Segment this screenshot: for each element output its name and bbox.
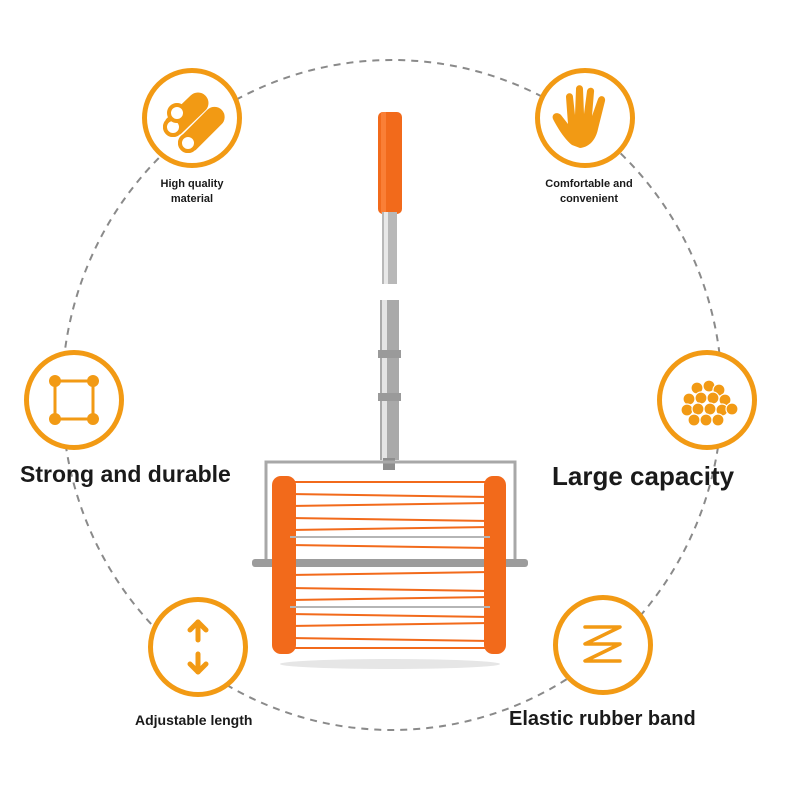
feature-label-elastic: Elastic rubber band	[509, 708, 696, 730]
up-down-arrows-icon	[148, 597, 248, 697]
feature-label-material: High quality material	[160, 178, 224, 205]
feature-label-durable: Strong and durable	[20, 461, 231, 487]
feature-label-capacity: Large capacity	[552, 461, 735, 491]
balls-pile-icon	[657, 350, 757, 450]
hand-icon	[535, 68, 635, 168]
square-frame-icon	[24, 350, 124, 450]
feature-label-comfortable: Comfortable and convenient	[545, 178, 633, 205]
zigzag-spring-icon	[553, 595, 653, 695]
pipes-icon	[142, 68, 242, 168]
feature-label-adjustable: Adjustable length	[135, 712, 253, 728]
